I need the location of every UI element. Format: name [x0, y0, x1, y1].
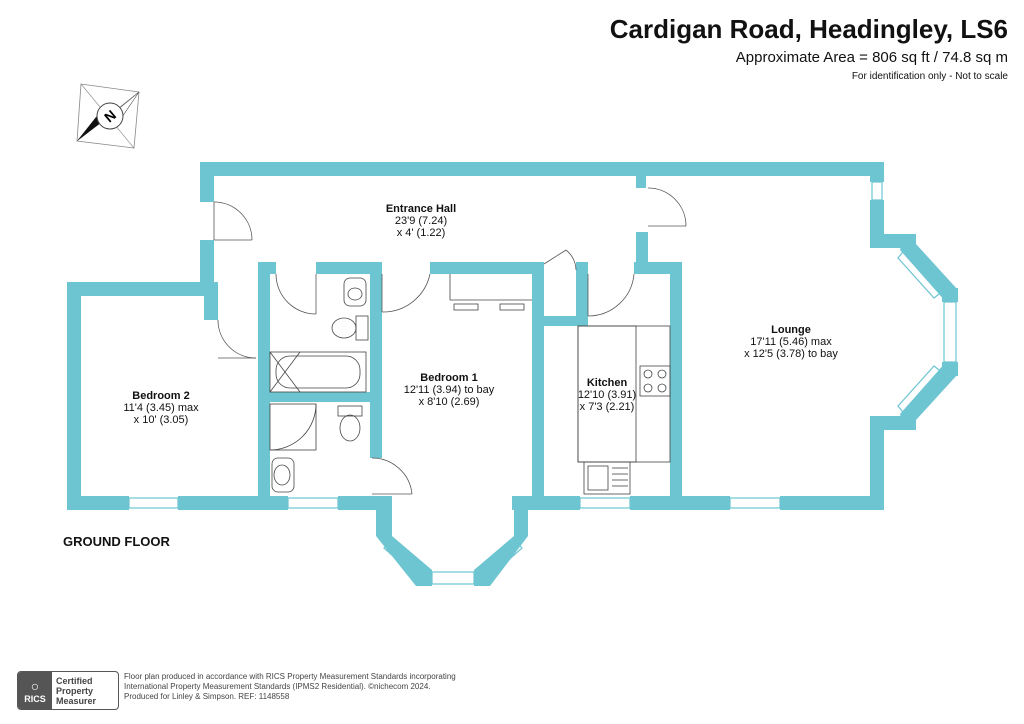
rics-logo-icon: ○RICS: [18, 672, 52, 709]
room-label-bedroom-1: Bedroom 1 12'11 (3.94) to bay x 8'10 (2.…: [404, 372, 495, 408]
doors: [213, 187, 687, 495]
rics-certified-badge: ○RICS Certified Property Measurer: [17, 671, 119, 710]
fixtures: [269, 274, 671, 495]
room-dimension: 12'11 (3.94) to bay: [403, 384, 495, 396]
walls: [67, 162, 958, 586]
floor-label: GROUND FLOOR: [63, 534, 170, 549]
room-dimension: x 8'10 (2.69): [418, 396, 480, 408]
room-dimension: x 10' (3.05): [133, 414, 189, 426]
room-dimension: x 12'5 (3.78) to bay: [744, 348, 838, 360]
compass: N: [76, 83, 140, 149]
room-name: Bedroom 2: [132, 390, 190, 402]
room-dimension: 11'4 (3.45) max: [123, 402, 199, 414]
room-name: Kitchen: [586, 377, 628, 389]
room-dimension: 23'9 (7.24): [394, 215, 448, 227]
room-name: Entrance Hall: [385, 203, 457, 215]
room-dimension: 17'11 (5.46) max: [750, 336, 832, 348]
footer-note: Floor plan produced in accordance with R…: [124, 672, 456, 701]
room-dimension: 12'10 (3.91): [577, 389, 637, 401]
room-label-bedroom-2: Bedroom 2 11'4 (3.45) max x 10' (3.05): [123, 390, 198, 426]
windows: [128, 181, 957, 585]
scale-disclaimer: For identification only - Not to scale: [851, 71, 1008, 82]
room-name: Bedroom 1: [420, 372, 478, 384]
badge-text: Certified Property Measurer: [56, 675, 97, 706]
approximate-area: Approximate Area = 806 sq ft / 74.8 sq m: [735, 49, 1008, 66]
room-name: Lounge: [771, 324, 811, 336]
room-label-entrance-hall: Entrance Hall 23'9 (7.24) x 4' (1.22): [386, 203, 456, 239]
page-title: Cardigan Road, Headingley, LS6: [609, 14, 1008, 44]
room-label-kitchen: Kitchen 12'10 (3.91) x 7'3 (2.21): [578, 377, 636, 413]
room-label-lounge: Lounge 17'11 (5.46) max x 12'5 (3.78) to…: [744, 324, 838, 360]
room-dimension: x 4' (1.22): [396, 227, 446, 239]
room-dimension: x 7'3 (2.21): [579, 401, 635, 413]
